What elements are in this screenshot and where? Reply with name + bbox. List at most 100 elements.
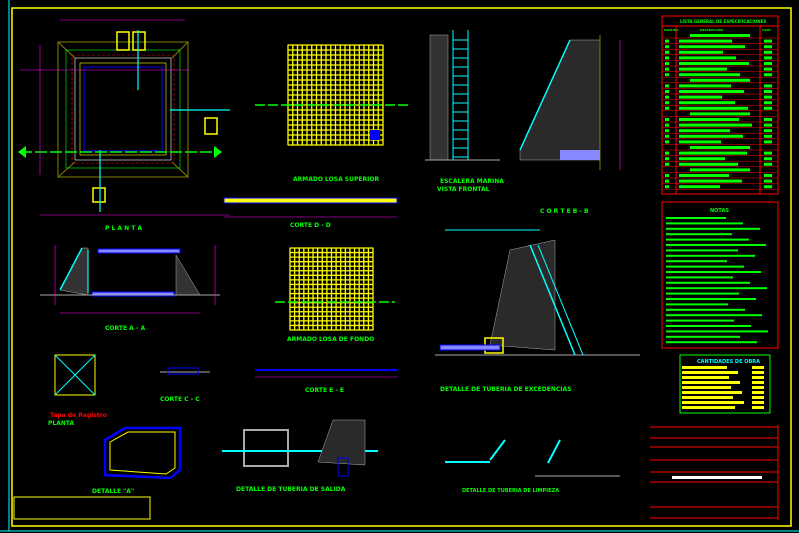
specs-item-qty bbox=[764, 157, 772, 161]
notes-lines bbox=[666, 217, 768, 344]
tapa-planta-title: PLANTA bbox=[48, 420, 75, 427]
specs-item-qty bbox=[764, 174, 772, 177]
specs-item-text bbox=[679, 50, 723, 54]
note-line bbox=[666, 281, 750, 284]
notes-title: NOTAS bbox=[710, 208, 729, 214]
note-line bbox=[666, 341, 757, 344]
specs-table: LISTA GENERAL DE ESPECIFICACIONES PARTID… bbox=[661, 15, 779, 195]
specs-item-text bbox=[679, 123, 752, 127]
specs-item-text bbox=[679, 179, 742, 183]
note-line bbox=[666, 308, 745, 311]
quantity-label bbox=[682, 391, 742, 394]
corte-dd-view: CORTE D - D bbox=[223, 197, 398, 229]
specs-item-text bbox=[679, 134, 743, 138]
quantities-rows bbox=[682, 366, 764, 409]
specs-item-code bbox=[665, 129, 669, 133]
ladder-rungs bbox=[453, 39, 468, 158]
note-line bbox=[666, 319, 734, 322]
specs-item-qty bbox=[764, 134, 772, 138]
note-line bbox=[666, 303, 728, 306]
quantity-value bbox=[752, 401, 764, 404]
detalle-salida-view: DETALLE DE TUBERIA DE SALIDA bbox=[222, 419, 378, 493]
quantity-label bbox=[682, 386, 731, 389]
quantity-value bbox=[752, 396, 764, 399]
corte-cc-view: CORTE C - C bbox=[160, 367, 210, 403]
specs-item-qty bbox=[764, 106, 772, 110]
specs-item-text bbox=[679, 140, 721, 144]
corte-dd-title: CORTE D - D bbox=[290, 222, 331, 229]
quantity-label bbox=[682, 401, 744, 404]
specs-item-qty bbox=[764, 39, 772, 43]
specs-item-qty bbox=[764, 179, 772, 183]
specs-item-text bbox=[679, 62, 749, 65]
bottom-left-label-box bbox=[13, 496, 151, 520]
detalle-salida-title: DETALLE DE TUBERIA DE SALIDA bbox=[236, 486, 346, 493]
specs-item-code bbox=[665, 62, 669, 65]
corte-bb-title: C O R T E B - B bbox=[540, 208, 589, 215]
specs-item-code bbox=[665, 101, 669, 105]
detalle-a-title: DETALLE "A" bbox=[92, 488, 134, 495]
specs-item-text bbox=[679, 90, 744, 93]
specs-col-partida: PARTIDA bbox=[664, 28, 679, 32]
specs-item-qty bbox=[764, 56, 772, 60]
specs-item-text bbox=[679, 101, 735, 105]
note-line bbox=[666, 217, 726, 219]
quantity-label bbox=[682, 406, 735, 409]
specs-item-qty bbox=[764, 50, 772, 54]
quantity-label bbox=[682, 366, 727, 369]
specs-item-text bbox=[679, 45, 745, 49]
specs-item-text bbox=[679, 162, 738, 166]
note-line bbox=[666, 249, 738, 252]
note-line bbox=[666, 298, 756, 300]
armado-losa-fondo-title: ARMADO LOSA DE FONDO bbox=[287, 336, 374, 343]
quantity-label bbox=[682, 381, 740, 384]
armado-losa-superior-title: ARMADO LOSA SUPERIOR bbox=[293, 176, 379, 183]
specs-section-header bbox=[690, 146, 750, 149]
note-line bbox=[666, 314, 762, 317]
specs-item-qty bbox=[764, 73, 772, 77]
specs-item-code bbox=[665, 185, 669, 189]
specs-item-qty bbox=[764, 95, 772, 99]
specs-item-code bbox=[665, 157, 669, 161]
quantity-value bbox=[752, 391, 764, 394]
specs-item-qty bbox=[764, 123, 772, 127]
specs-rows bbox=[662, 34, 778, 190]
specs-item-code bbox=[665, 90, 669, 93]
note-line bbox=[666, 271, 761, 273]
specs-item-code bbox=[665, 118, 669, 121]
specs-item-qty bbox=[764, 67, 772, 71]
specs-item-qty bbox=[764, 162, 772, 166]
rebar-grid-superior bbox=[287, 44, 384, 146]
specs-item-qty bbox=[764, 185, 772, 189]
specs-item-text bbox=[679, 73, 740, 77]
specs-item-text bbox=[679, 56, 736, 60]
specs-item-text bbox=[679, 84, 731, 88]
vista-frontal-title: VISTA FRONTAL bbox=[437, 186, 490, 193]
specs-item-qty bbox=[764, 101, 772, 105]
quantity-value bbox=[752, 381, 764, 384]
quantity-value bbox=[752, 376, 764, 379]
specs-item-qty bbox=[764, 90, 772, 93]
specs-item-text bbox=[679, 129, 730, 133]
note-line bbox=[666, 287, 767, 290]
escalera-marina-title: ESCALERA MARINA bbox=[440, 178, 504, 185]
detalle-excedencias-title: DETALLE DE TUBERIA DE EXCEDENCIAS bbox=[440, 386, 571, 393]
detalle-excedencias-view: DETALLE DE TUBERIA DE EXCEDENCIAS bbox=[435, 229, 640, 393]
detalle-a-view: DETALLE "A" bbox=[92, 426, 182, 495]
specs-item-code bbox=[665, 140, 669, 144]
specs-section-header bbox=[690, 78, 750, 82]
specs-item-code bbox=[665, 56, 669, 60]
quantity-value bbox=[752, 406, 764, 409]
detalle-limpieza-title: DETALLE DE TUBERIA DE LIMPIEZA bbox=[462, 488, 559, 494]
specs-col-cant: CANT bbox=[762, 28, 772, 32]
corte-cc-title: CORTE C - C bbox=[160, 396, 200, 403]
note-line bbox=[666, 233, 732, 236]
specs-item-code bbox=[665, 73, 669, 77]
note-line bbox=[666, 222, 743, 225]
note-line bbox=[666, 292, 739, 295]
escalera-marina-view: ESCALERA MARINA VISTA FRONTAL bbox=[425, 30, 504, 193]
note-line bbox=[666, 330, 768, 333]
note-line bbox=[666, 244, 766, 246]
quantities-box: CANTIDADES DE OBRA bbox=[679, 354, 771, 414]
